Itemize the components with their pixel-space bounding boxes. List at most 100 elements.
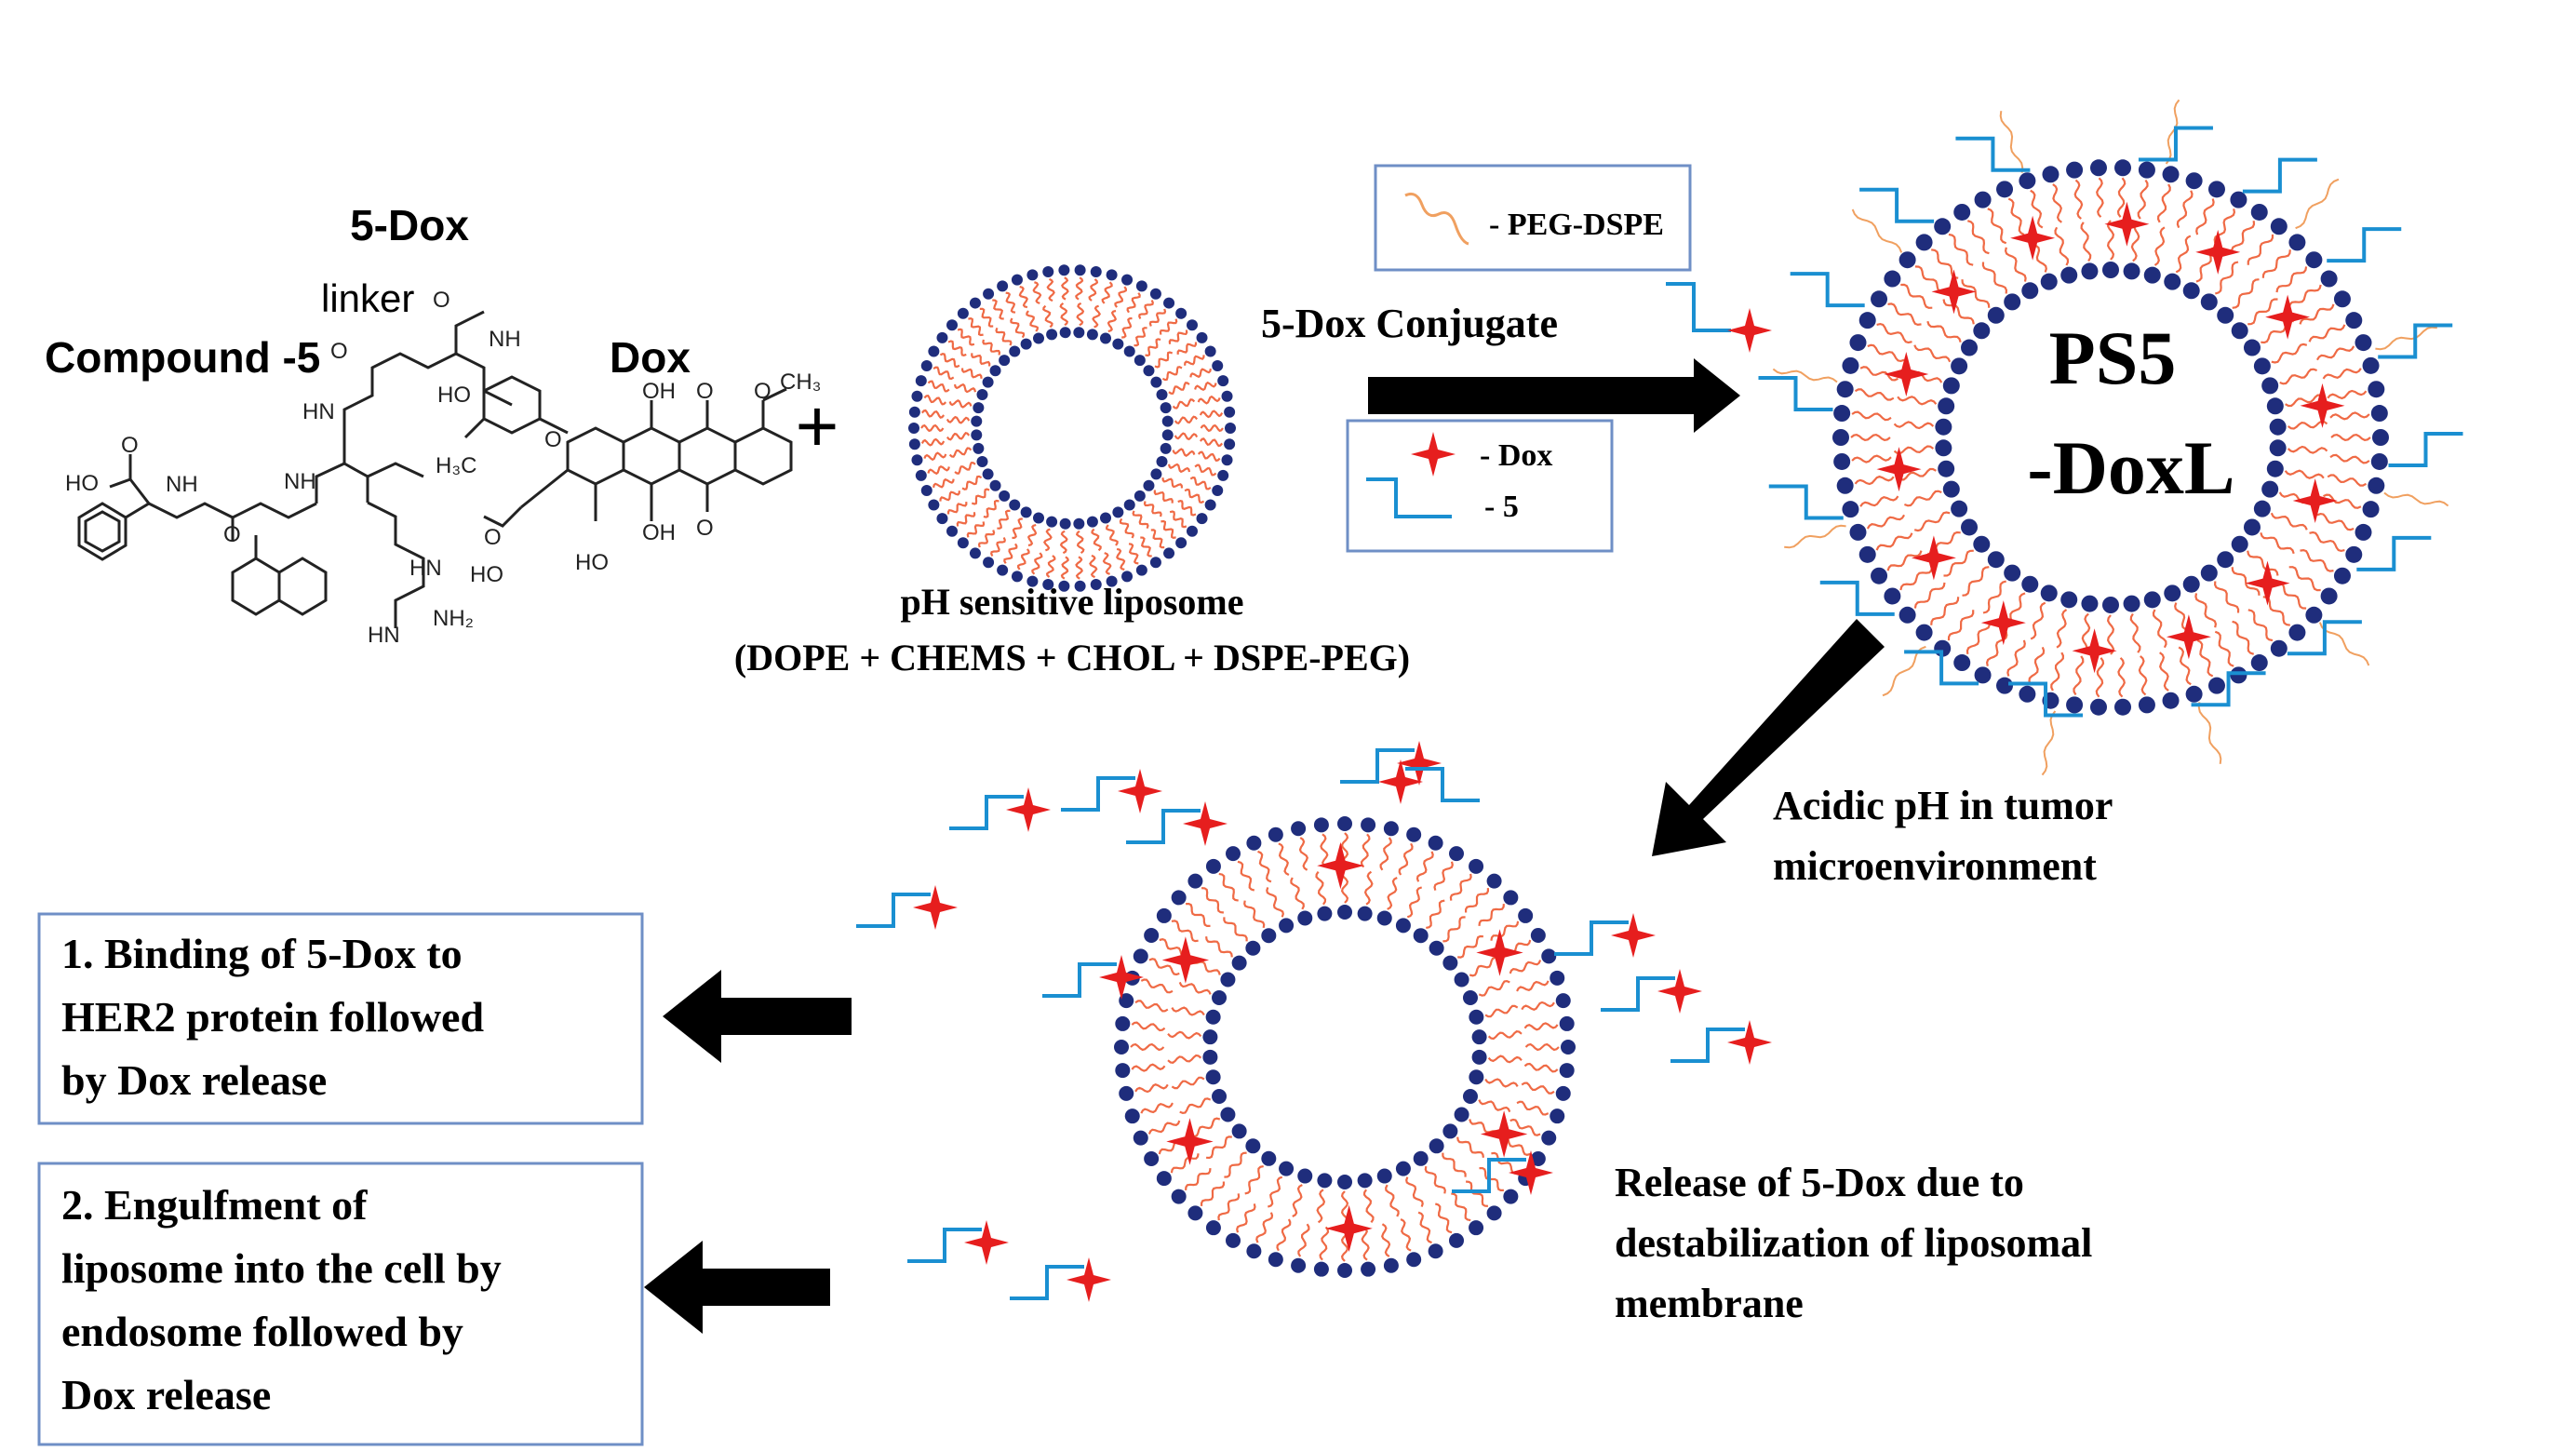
lipid-tail [1899, 566, 1934, 591]
legend-peg-dspe: - PEG-DSPE [1374, 164, 1692, 272]
lipid-tail [1521, 1001, 1555, 1011]
lipid-head [1226, 846, 1241, 862]
lipid-tail [1140, 1102, 1174, 1114]
peg-chain [2041, 710, 2057, 776]
lipid-head [2305, 606, 2323, 624]
lipid-head [976, 389, 988, 401]
lipid-head [1449, 846, 1464, 862]
lipid-head [1175, 537, 1187, 549]
lipid-tail [1223, 917, 1248, 942]
lipid-head [1449, 1232, 1464, 1248]
lipid-tail [1290, 877, 1305, 910]
lipid-tail [1926, 320, 1962, 343]
acidic-label-line2: microenvironment [1773, 843, 2097, 889]
lipid-head [1090, 579, 1102, 591]
lipid-head [1205, 858, 1221, 874]
lipid-head [1559, 1063, 1575, 1079]
conjugate-structure: 5-Dox linker Compound -5 Dox [45, 201, 821, 648]
lipid-head [1011, 274, 1023, 286]
lipid-tail [1913, 511, 1951, 532]
dox-star [2245, 560, 2290, 606]
lipid-tail [920, 423, 945, 433]
lipid-head [971, 429, 983, 441]
lipid-tail [1032, 281, 1042, 304]
linker-5 [2287, 620, 2362, 656]
lipid-tail [997, 509, 1011, 530]
lipid-head [928, 499, 940, 511]
linker-5 [949, 795, 1024, 830]
linker-5 [1452, 1158, 1526, 1193]
dox-star [1067, 1257, 1111, 1302]
lipid-head [2333, 567, 2351, 584]
lipid-head [2362, 356, 2380, 374]
linker-5 [1042, 962, 1117, 998]
lipid-head [1406, 826, 1422, 842]
lipid-tail [1138, 300, 1154, 319]
lipid-tail [1200, 423, 1224, 433]
lipid-head [2066, 696, 2084, 714]
lipid-tail [2175, 235, 2192, 274]
lipid-tail [961, 475, 983, 490]
linker-5 [907, 1228, 982, 1263]
lipid-head [1020, 338, 1032, 350]
lipid-head [1106, 575, 1118, 587]
linker-5 [1758, 376, 1833, 412]
lipid-head [1205, 1069, 1221, 1085]
lipid-head [1186, 525, 1198, 537]
dox-star [964, 1220, 1009, 1265]
lipid-head [1261, 1150, 1277, 1166]
lipid-head [2200, 293, 2218, 311]
atom-label: HN [302, 399, 335, 424]
lipid-head [1134, 490, 1146, 502]
lipid-head [1471, 1049, 1487, 1065]
lipid-head [1503, 890, 1519, 906]
lipid-tail [1199, 410, 1224, 419]
lipid-tail [1859, 495, 1899, 507]
lipid-head [1996, 181, 2014, 198]
lipid-head [1187, 873, 1203, 889]
lipid-tail [1172, 448, 1196, 458]
linker-label: linker [321, 276, 414, 320]
atom-label: NH₂ [433, 606, 474, 631]
lipid-head [1884, 587, 1901, 605]
lipid-head [1836, 477, 1854, 494]
lipid-tail [1876, 322, 1912, 344]
outcome-box [37, 912, 644, 1125]
lipid-tail [1201, 887, 1225, 914]
lipid-tail [2327, 474, 2368, 487]
lipid-tail [971, 353, 991, 367]
lipid-head [1395, 1161, 1411, 1176]
lipid-head [969, 297, 981, 309]
lipid-tail [1433, 861, 1454, 891]
lipid-head [1550, 1108, 1565, 1124]
lipid-tail [1255, 1212, 1274, 1243]
lipid-head [1135, 564, 1147, 576]
peg-chain [2375, 326, 2437, 351]
lipid-tail [968, 317, 984, 337]
lipid-head [1337, 816, 1352, 831]
lipid-tail [1132, 510, 1149, 530]
lipid-head [1462, 990, 1478, 1006]
lipid-tail [2194, 593, 2218, 628]
lipid-tail [1169, 510, 1187, 529]
lipid-tail [1875, 532, 1913, 551]
lipid-head [1212, 485, 1224, 497]
lipid-head [1217, 469, 1229, 481]
lipid-head [1046, 329, 1058, 341]
lipid-tail [1206, 1135, 1232, 1160]
lipid-tail [1140, 536, 1152, 558]
lipid-tail [992, 299, 1004, 320]
lipid-tail [1131, 1063, 1166, 1072]
lipid-head [1996, 677, 2014, 694]
lipid-head [1555, 1085, 1571, 1101]
lipid-tail [1171, 1006, 1205, 1016]
lipid-head [1454, 972, 1469, 987]
atom-label: NH [284, 469, 316, 494]
lipid-tail [2271, 343, 2308, 364]
lipid-tail [1134, 1000, 1169, 1013]
lipid-head [1313, 1261, 1329, 1277]
lipid-tail [1851, 410, 1892, 422]
lipid-tail [1167, 1054, 1202, 1064]
lipid-tail [1400, 1218, 1412, 1252]
lipid-head [2261, 377, 2279, 395]
